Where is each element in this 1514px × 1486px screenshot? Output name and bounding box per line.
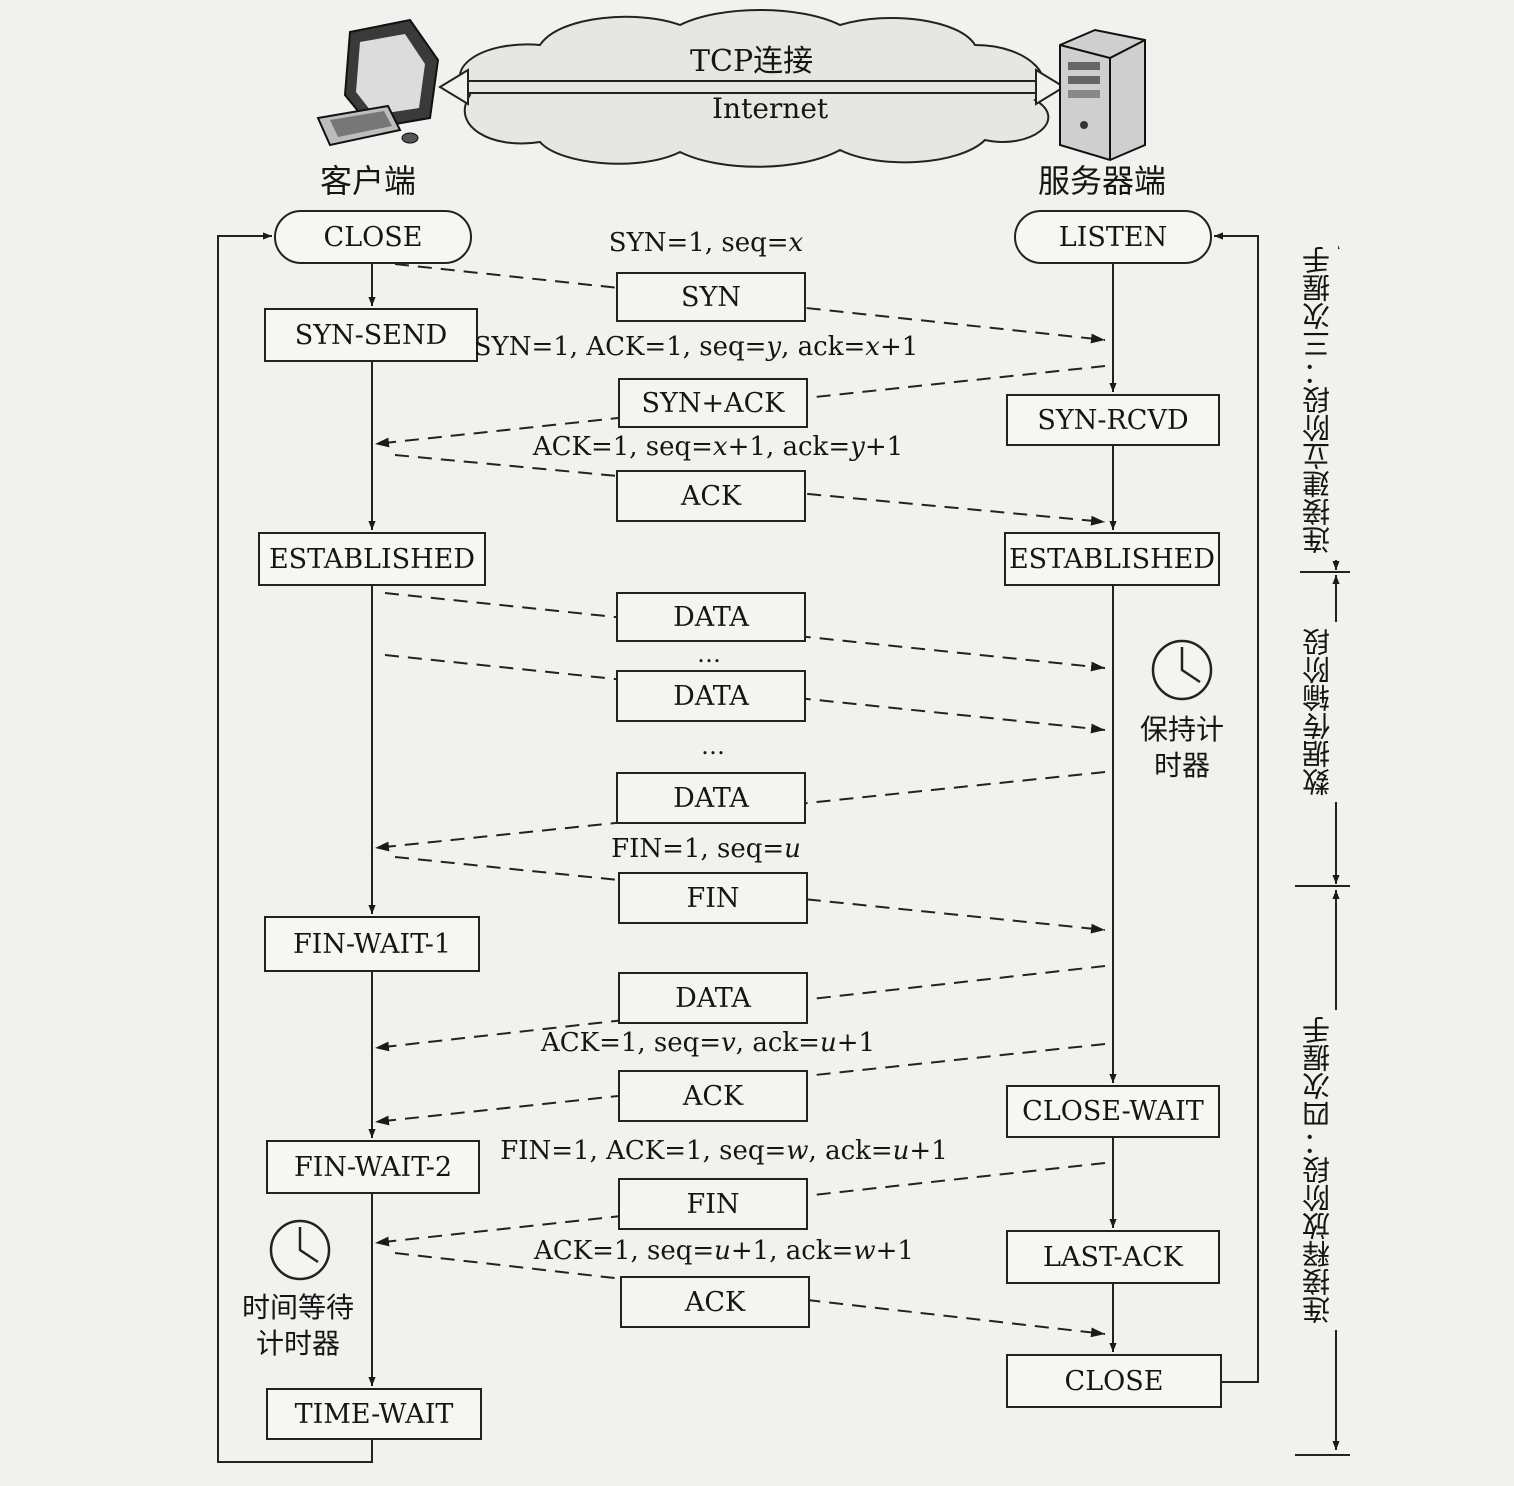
server-state-last-ack: LAST-ACK — [1006, 1230, 1220, 1284]
client-state-close: CLOSE — [274, 210, 472, 264]
client-title: 客户端 — [320, 162, 417, 200]
client-timeline — [217, 232, 376, 1463]
keepalive-timer-label: 保持计时器 — [1139, 713, 1224, 782]
segment-fin-1: FIN — [618, 872, 808, 924]
phase-transfer-label: 数据传输阶段 — [1298, 622, 1338, 802]
server-state-close-wait: CLOSE-WAIT — [1006, 1085, 1220, 1138]
segment-ack-1: ACK — [616, 470, 806, 522]
label-ack-1: ACK=1, seq=x+1, ack=y+1 — [532, 432, 904, 462]
keepalive-timer-clock-icon — [1151, 639, 1213, 701]
label-ack-3: ACK=1, seq=u+1, ack=w+1 — [534, 1236, 914, 1266]
ellipsis-2: … — [701, 732, 727, 760]
server-title: 服务器端 — [1038, 162, 1167, 200]
segment-data-3: DATA — [616, 772, 806, 824]
server-state-listen: LISTEN — [1014, 210, 1212, 264]
label-syn: SYN=1, seq=x — [608, 228, 804, 258]
internet-cloud — [458, 9, 1050, 168]
server-timeline — [1109, 232, 1259, 1383]
segment-fin-2: FIN — [618, 1178, 808, 1230]
segment-data-1: DATA — [616, 592, 806, 642]
internet-label: Internet — [712, 92, 829, 125]
segment-syn: SYN — [616, 272, 806, 322]
label-fin-1: FIN=1, seq=u — [611, 834, 801, 864]
segment-syn-ack: SYN+ACK — [618, 378, 808, 428]
server-tower-icon — [1059, 28, 1146, 162]
segment-ack-2: ACK — [618, 1070, 808, 1122]
client-state-fin-wait-2: FIN-WAIT-2 — [266, 1140, 480, 1194]
client-state-time-wait: TIME-WAIT — [266, 1388, 482, 1440]
label-fin-2: FIN=1, ACK=1, seq=w, ack=u+1 — [500, 1136, 948, 1166]
label-ack-2: ACK=1, seq=v, ack=u+1 — [540, 1028, 876, 1058]
phase-release-label: 连接释放阶段：四次握手 — [1298, 1010, 1338, 1330]
tcp-connection-label: TCP连接 — [690, 44, 814, 79]
segment-ack-3: ACK — [620, 1276, 810, 1328]
server-state-close: CLOSE — [1006, 1354, 1222, 1408]
server-state-established: ESTABLISHED — [1004, 532, 1220, 586]
ellipsis-1: … — [697, 640, 723, 668]
time-wait-timer-label: 时间等待计时器 — [241, 1291, 354, 1360]
segment-data-2: DATA — [616, 670, 806, 722]
phase-establish-label: 连接建立阶段：三次握手 — [1298, 240, 1338, 560]
client-state-syn-send: SYN-SEND — [264, 308, 478, 362]
time-wait-timer-clock-icon — [269, 1219, 331, 1281]
client-state-established: ESTABLISHED — [258, 532, 486, 586]
label-syn-ack: SYN=1, ACK=1, seq=y, ack=x+1 — [473, 332, 919, 362]
server-state-syn-rcvd: SYN-RCVD — [1006, 394, 1220, 446]
client-state-fin-wait-1: FIN-WAIT-1 — [264, 916, 480, 972]
segment-data-4: DATA — [618, 972, 808, 1024]
client-computer-icon — [316, 18, 440, 147]
